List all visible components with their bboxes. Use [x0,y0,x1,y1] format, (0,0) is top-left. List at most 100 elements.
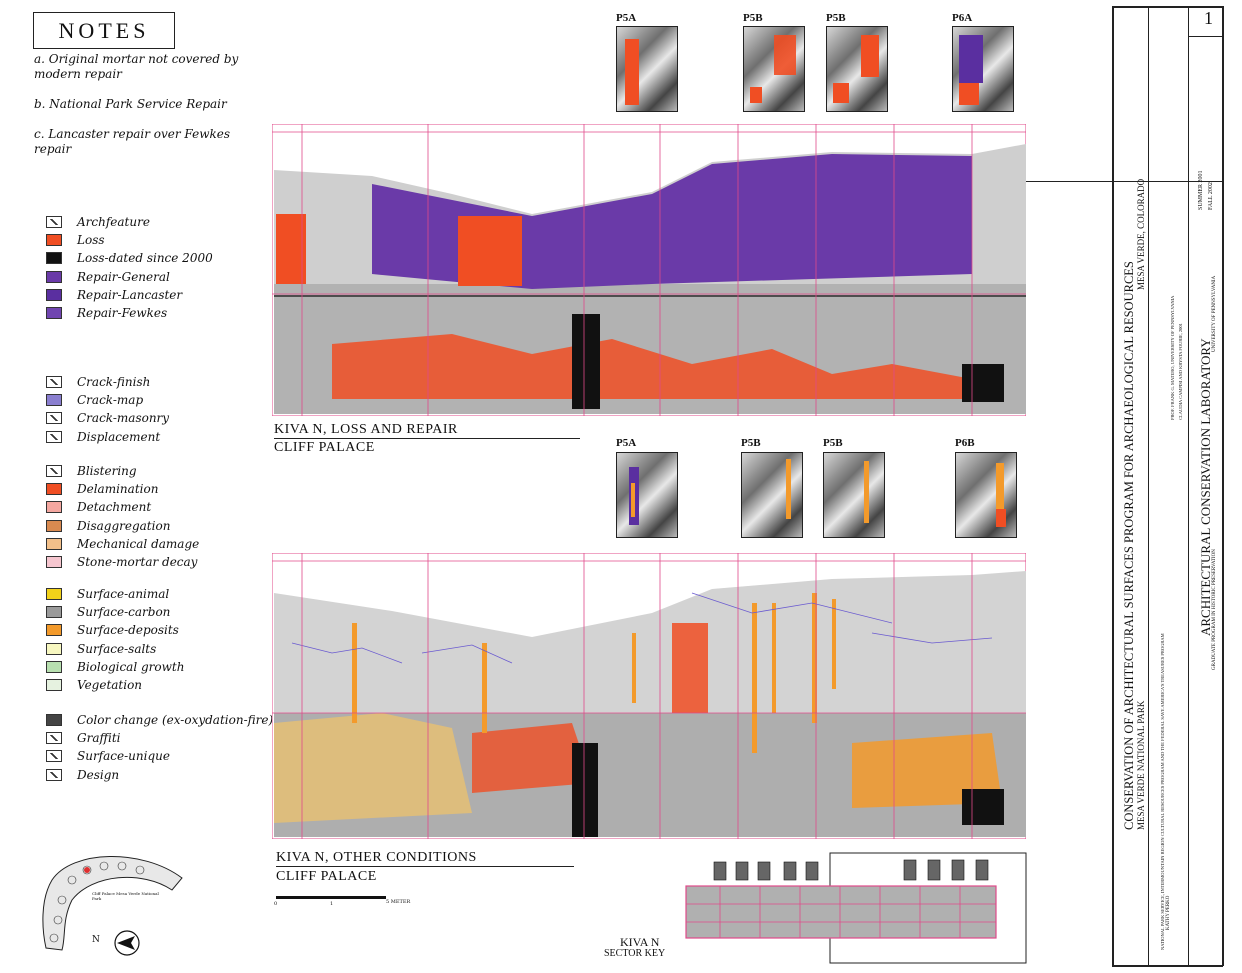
sector-thumbnails [713,859,989,881]
date-2: FALL 2002 [1208,182,1214,210]
title-block-border [1222,6,1224,966]
legend-swatch [46,394,62,407]
project-title: CONSERVATION OF ARCHITECTURAL SURFACES P… [1122,261,1136,830]
photo-overlay [750,35,796,103]
photo-overlay [625,39,639,105]
sector-key-subtitle: SECTOR KEY [604,948,666,959]
loss-area [458,216,522,286]
north-label: N [92,935,100,945]
loss-area [332,334,972,399]
photo-label: P5A [616,437,637,449]
sector-key [685,852,1027,964]
disaggregation-area [274,713,472,823]
sponsor-text: NATIONAL PARK SERVICE, INTERMOUNTAIN REG… [1160,633,1165,950]
legend-label: Surface-carbon [77,605,171,620]
legend-swatch [46,307,62,319]
kiva-n-marker [84,867,90,873]
legend-label: Crack-masonry [77,411,170,426]
detail-photo-p5b-2 [826,26,888,112]
legend-item: Delamination [46,481,158,497]
legend-label: Surface-animal [77,587,170,601]
loss-dated-area [572,314,600,409]
legend-swatch [46,556,62,568]
legend-swatch [46,537,62,550]
legend-swatch [46,624,62,637]
legend-item: Detachment [46,499,151,515]
note-c: c. Lancaster repair over Fewkes repair [34,127,231,156]
detail-photo-p5b [741,452,803,538]
legend-swatch [46,714,62,726]
surface-unique-icon [46,750,62,763]
title-block-divider [1188,36,1223,37]
legend-item: Design [46,767,119,783]
crack-masonry-icon [46,412,62,425]
legend-label: Loss-dated since 2000 [77,251,213,266]
legend-label: Biological growth [77,659,185,674]
graffiti-icon [46,732,62,745]
title-block-border [1112,6,1223,8]
photo-label: P6B [955,437,975,449]
legend-swatch [46,234,62,247]
photo-label: P5B [743,12,763,24]
delamination-area [472,723,592,793]
legend-swatch [46,660,62,673]
director-text: PROF. FRANK G. MATERO, UNIVERSITY OF PEN… [1170,295,1175,420]
elevation-loss-repair [272,124,1026,416]
legend-item: Biological growth [46,659,184,675]
grid-lines [272,124,1026,416]
legend-item: Repair-General [46,269,170,285]
north-arrow-head [117,936,135,950]
sector-key-elevation [685,885,997,939]
legend-label: Graffiti [77,731,121,746]
crack-finish-icon [46,376,62,388]
locator-caption: Cliff Palace Mesa Verde National Park [92,891,159,901]
site-plan [42,856,183,951]
title-block-divider [1188,6,1189,966]
legend-item: Repair-Fewkes [46,305,167,321]
site-rooms [49,861,145,943]
scale-label-start: 0 [274,901,278,907]
legend-item: Displacement [46,429,160,445]
detail-photo-p6a [952,26,1014,112]
legend-item: Mechanical damage [46,536,199,552]
loss-area [276,214,306,284]
panel-subtitle: CLIFF PALACE [274,440,375,455]
detail-photo-p5a [616,452,678,538]
legend-item: Blistering [46,463,137,479]
drawn-by: KATHY PERKO [1166,895,1171,930]
legend-label: Repair-General [77,269,170,284]
legend-swatch [46,519,62,532]
legend-item: Surface-carbon [46,604,170,620]
title-block-border [1112,6,1114,966]
legend-item: Archfeature [46,214,150,230]
legend-swatch [46,679,62,691]
photo-overlay [864,461,869,523]
delamination-area [672,623,708,713]
note-a: a. Original mortar not covered by modern… [34,52,239,81]
legend-swatch [46,270,62,283]
title-block-divider [1026,181,1223,182]
detail-photo-p5b [743,26,805,112]
date-1: SUMMER 2001 [1198,170,1204,210]
legend-label: Disaggregation [77,518,171,533]
photo-label: P5B [826,12,846,24]
photo-overlay [959,35,983,105]
legend-swatch [46,483,62,496]
legend-item: Crack-map [46,392,143,408]
legend-item: Disaggregation [46,518,170,534]
program-name: GRADUATE PROGRAM IN HISTORIC PRESERVATIO… [1212,549,1217,670]
scale-bar [276,896,386,899]
scale-label-end: 5 METER [386,899,411,905]
legend-label: Crack-finish [77,375,151,389]
legend-label: Blistering [77,464,137,478]
legend-label: Surface-deposits [77,623,179,638]
photo-overlay [629,467,639,525]
photo-label: P5A [616,12,637,24]
legend-label: Repair-Lancaster [77,287,183,302]
legend-label: Repair-Fewkes [77,306,168,320]
legend-swatch [46,252,62,265]
legend-label: Stone-mortar decay [77,555,198,569]
legend-label: Archfeature [77,215,150,229]
legend-swatch [46,606,62,619]
university-name: UNIVERSITY OF PENNSYLVANIA [1212,275,1217,352]
